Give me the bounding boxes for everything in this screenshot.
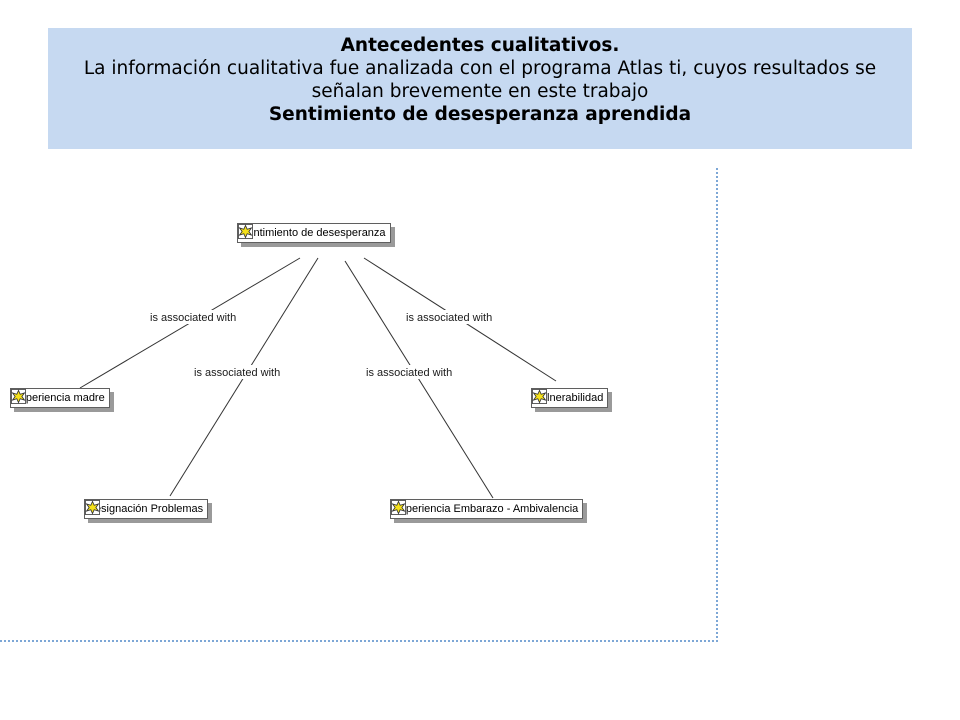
node-label: Experiencia madre bbox=[13, 392, 105, 404]
node-experiencia-embarazo-ambivalencia[interactable]: Experiencia Embarazo - Ambivalencia bbox=[390, 499, 584, 519]
edge-label-experiencia-embarazo: is associated with bbox=[366, 367, 452, 379]
code-star-icon bbox=[238, 224, 253, 239]
node-label: Sentimiento de desesperanza bbox=[240, 227, 386, 239]
edge-label-vulnerabilidad: is associated with bbox=[406, 312, 492, 324]
edge-root-experiencia-embarazo bbox=[344, 260, 494, 499]
header-box: Antecedentes cualitativos. La informació… bbox=[48, 28, 912, 149]
code-star-icon bbox=[532, 389, 547, 404]
node-experiencia-madre[interactable]: Experiencia madre bbox=[10, 388, 110, 408]
edge-label-resignacion-problemas: is associated with bbox=[194, 367, 280, 379]
network-edges: is associated with is associated with is… bbox=[79, 257, 557, 499]
node-label: Vulnerabilidad bbox=[534, 392, 604, 404]
node-label: Resignación Problemas bbox=[87, 503, 204, 515]
header-subtitle: Sentimiento de desesperanza aprendida bbox=[268, 104, 692, 125]
edge-label-experiencia-madre: is associated with bbox=[150, 312, 236, 324]
code-star-icon bbox=[85, 500, 100, 515]
node-sentimiento-de-desesperanza[interactable]: Sentimiento de desesperanza bbox=[237, 223, 391, 243]
node-vulnerabilidad[interactable]: Vulnerabilidad bbox=[531, 388, 609, 408]
header-description-line-1: La información cualitativa fue analizada… bbox=[83, 58, 877, 79]
code-star-icon bbox=[11, 389, 26, 404]
header-description-line-2: señalan brevemente en este trabajo bbox=[311, 81, 649, 102]
code-star-icon bbox=[391, 500, 406, 515]
node-label: Experiencia Embarazo - Ambivalencia bbox=[393, 503, 579, 515]
node-resignacion-problemas[interactable]: Resignación Problemas bbox=[84, 499, 209, 519]
network-canvas[interactable]: is associated with is associated with is… bbox=[0, 168, 718, 642]
header-title: Antecedentes cualitativos. bbox=[340, 35, 620, 56]
